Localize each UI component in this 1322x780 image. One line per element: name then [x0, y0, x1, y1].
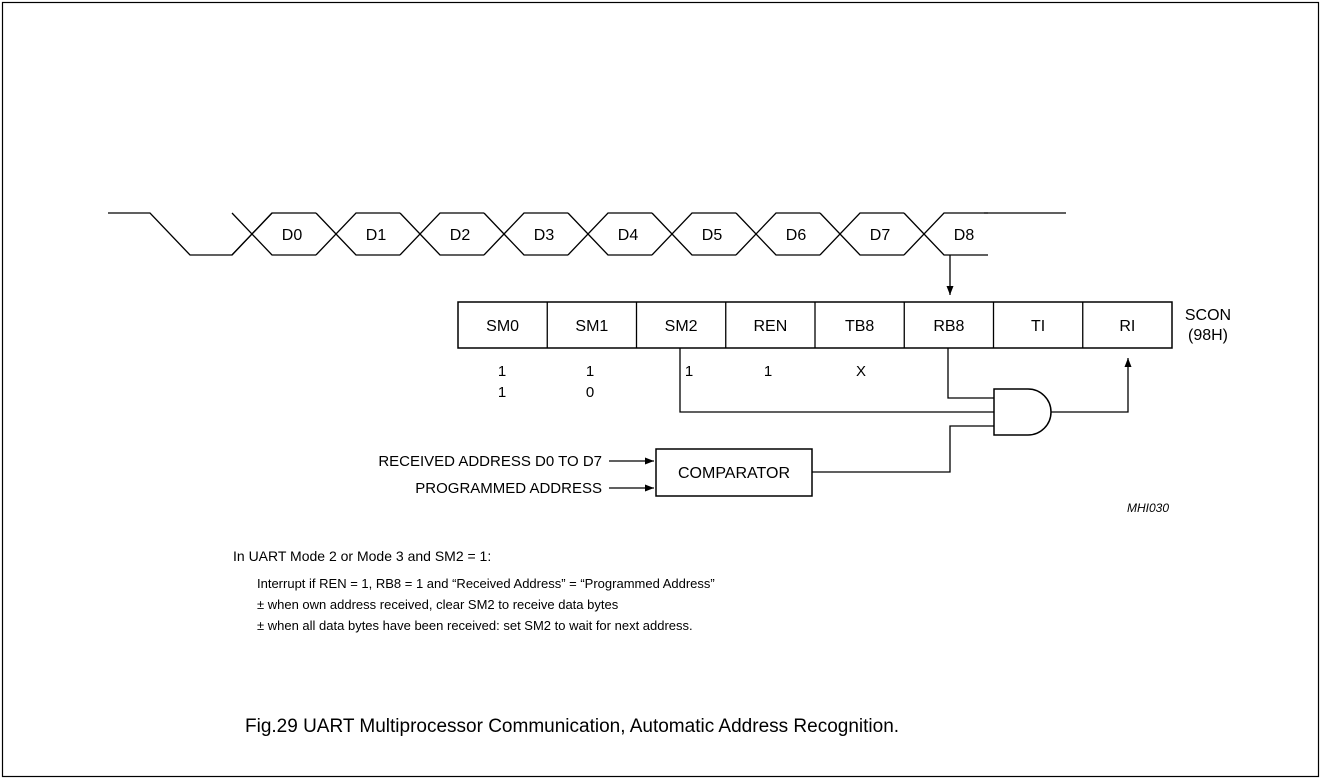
comparator-label: COMPARATOR — [678, 465, 790, 482]
scon-cell-ren: REN — [753, 318, 787, 335]
sm1-value-row2: 0 — [586, 384, 594, 401]
bit-cell-outline-bottom — [819, 212, 904, 256]
scon-dividers — [546, 302, 1084, 348]
rb8-to-and-gate-wire — [947, 348, 994, 399]
and-gate — [993, 388, 1052, 436]
sm2-value-row1: 1 — [685, 363, 693, 380]
bit-cell-outline-bottom — [903, 212, 988, 256]
bit-cell-outline-bottom — [315, 212, 400, 256]
scon-cell-ri: RI — [1119, 318, 1135, 335]
bit-label-d3: D3 — [534, 227, 555, 244]
notes-line2: ± when own address received, clear SM2 t… — [257, 597, 619, 612]
waveform-idle-and-start — [108, 212, 273, 256]
bit-cell-outline-top — [399, 212, 484, 256]
bit-cell-outline-top — [651, 212, 736, 256]
bit-cell-outline-top — [567, 212, 652, 256]
scon-bit-values: 1 1 1 1 X 1 0 — [498, 363, 866, 401]
received-address-label: RECEIVED ADDRESS D0 TO D7 — [378, 453, 602, 470]
comparator-box — [655, 448, 813, 497]
figure-id: MHI030 — [1127, 501, 1169, 515]
scon-register-name: SCON — [1185, 307, 1231, 324]
bit-cell-outline-top — [231, 212, 316, 256]
scon-register: SM0 SM1 SM2 REN TB8 RB8 TI RI SCON (98H) — [457, 301, 1231, 349]
notes: In UART Mode 2 or Mode 3 and SM2 = 1: In… — [233, 548, 715, 633]
bit-label-d1: D1 — [366, 227, 387, 244]
bit-cell-outline-top — [819, 212, 904, 256]
bit-label-d5: D5 — [702, 227, 723, 244]
bit-cell-outline-bottom — [231, 212, 316, 256]
bit-cell-outline-bottom — [567, 212, 652, 256]
scon-cell-tb8: TB8 — [845, 318, 874, 335]
bit-cells: D0 D1 D2 D3 D4 D5 D6 D7 D8 — [231, 212, 988, 256]
tb8-value-row1: X — [856, 363, 866, 380]
bit-cell-outline-top — [903, 212, 988, 256]
comparator-to-and-gate-wire — [812, 425, 994, 473]
programmed-address-label: PROGRAMMED ADDRESS — [415, 480, 602, 497]
scon-cell-ti: TI — [1031, 318, 1045, 335]
bit-cell-outline-top — [735, 212, 820, 256]
bit-label-d8: D8 — [954, 227, 975, 244]
sm1-value-row1: 1 — [586, 363, 594, 380]
notes-line3: ± when all data bytes have been received… — [257, 618, 693, 633]
figure-caption: Fig.29 UART Multiprocessor Communication… — [245, 716, 899, 737]
bit-cell-outline-top — [483, 212, 568, 256]
logic-wiring — [679, 348, 1132, 473]
comparator-block: COMPARATOR RECEIVED ADDRESS D0 TO D7 PRO… — [378, 448, 813, 497]
sm2-to-and-gate-wire — [679, 348, 994, 413]
scon-cell-rb8: RB8 — [933, 318, 964, 335]
notes-heading: In UART Mode 2 or Mode 3 and SM2 = 1: — [233, 548, 491, 564]
scon-register-address: (98H) — [1188, 327, 1228, 344]
ren-value-row1: 1 — [764, 363, 772, 380]
scon-cell-sm0: SM0 — [486, 318, 519, 335]
bit-cell-outline-bottom — [399, 212, 484, 256]
scon-cells: SM0 SM1 SM2 REN TB8 RB8 TI RI — [486, 318, 1135, 335]
bit-cell-outline-bottom — [651, 212, 736, 256]
bit-cell-outline-bottom — [735, 212, 820, 256]
bit-label-d7: D7 — [870, 227, 891, 244]
bit-cell-outline-top — [315, 212, 400, 256]
bit-label-d4: D4 — [618, 227, 639, 244]
sm0-value-row1: 1 — [498, 363, 506, 380]
sm0-value-row2: 1 — [498, 384, 506, 401]
notes-line1: Interrupt if REN = 1, RB8 = 1 and “Recei… — [257, 576, 715, 591]
scon-cell-sm2: SM2 — [665, 318, 698, 335]
bit-label-d6: D6 — [786, 227, 807, 244]
bit-cell-outline-bottom — [483, 212, 568, 256]
bit-label-d2: D2 — [450, 227, 471, 244]
bit-label-d0: D0 — [282, 227, 303, 244]
scon-cell-sm1: SM1 — [575, 318, 608, 335]
serial-timing-waveform: D0 D1 D2 D3 D4 D5 D6 D7 D8 — [108, 212, 1066, 256]
and-gate-to-ri-arrow — [1050, 358, 1132, 413]
